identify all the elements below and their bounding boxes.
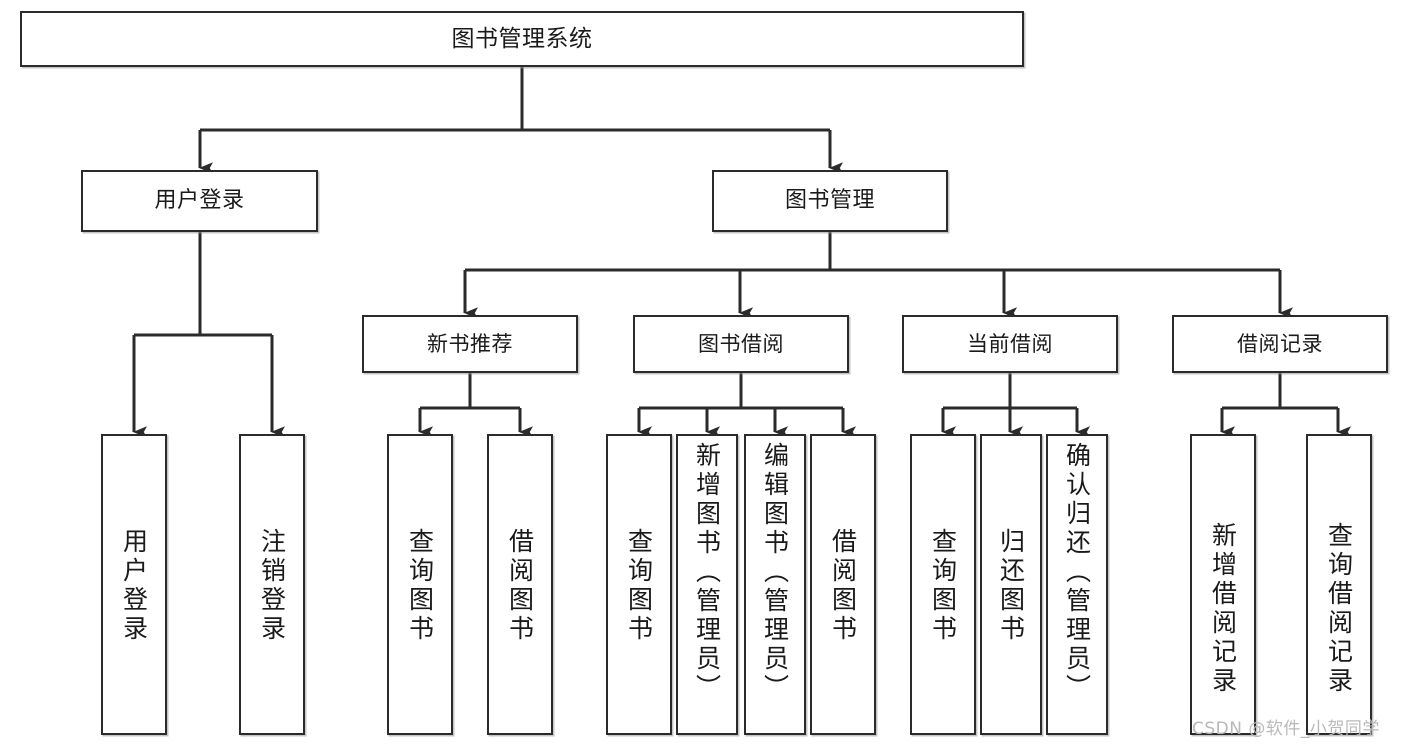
node-root-system-label: 图书管理系统	[451, 25, 593, 52]
node-root-system[interactable]: 图书管理系统	[20, 11, 1024, 67]
node-leaf-return-book-label: 归还图书	[996, 528, 1026, 644]
node-new-book-recommend-label: 新书推荐	[427, 331, 513, 356]
node-borrow-record-label: 借阅记录	[1237, 331, 1323, 356]
node-leaf-query-borrow-record-label: 查询借阅记录	[1324, 522, 1354, 696]
csdn-watermark: CSDN @软件_小贺同学	[1192, 719, 1380, 739]
node-user-login-label: 用户登录	[154, 188, 245, 214]
node-leaf-query-borrow-record[interactable]: 查询借阅记录	[1306, 434, 1372, 735]
node-leaf-query-book-recommend-label: 查询图书	[405, 528, 435, 644]
node-leaf-query-book-current[interactable]: 查询图书	[910, 434, 976, 735]
node-leaf-query-book-borrow[interactable]: 查询图书	[606, 434, 672, 735]
node-leaf-confirm-return-admin-label: 确认归还（管理员）	[1062, 442, 1092, 703]
node-leaf-user-login[interactable]: 用户登录	[101, 434, 167, 735]
node-book-borrow-label: 图书借阅	[698, 331, 784, 356]
node-leaf-edit-book-admin[interactable]: 编辑图书（管理员）	[744, 434, 806, 735]
node-leaf-logout-label: 注销登录	[257, 528, 287, 644]
node-book-management[interactable]: 图书管理	[712, 170, 948, 232]
node-leaf-add-book-admin-label: 新增图书（管理员）	[692, 442, 722, 703]
node-leaf-add-borrow-record[interactable]: 新增借阅记录	[1190, 434, 1256, 735]
node-leaf-logout[interactable]: 注销登录	[239, 434, 305, 735]
node-user-login[interactable]: 用户登录	[81, 170, 318, 232]
node-leaf-query-book-current-label: 查询图书	[928, 528, 958, 644]
node-leaf-borrow-book-recommend[interactable]: 借阅图书	[487, 434, 553, 735]
node-current-borrow-label: 当前借阅	[967, 331, 1053, 356]
node-leaf-return-book[interactable]: 归还图书	[980, 434, 1042, 735]
node-book-management-label: 图书管理	[784, 188, 875, 214]
node-leaf-edit-book-admin-label: 编辑图书（管理员）	[760, 442, 790, 703]
node-leaf-query-book-recommend[interactable]: 查询图书	[387, 434, 453, 735]
node-book-borrow[interactable]: 图书借阅	[633, 315, 849, 373]
node-leaf-borrow-book-recommend-label: 借阅图书	[505, 528, 535, 644]
node-leaf-user-login-label: 用户登录	[119, 528, 149, 644]
node-leaf-borrow-book[interactable]: 借阅图书	[810, 434, 876, 735]
node-leaf-add-book-admin[interactable]: 新增图书（管理员）	[676, 434, 738, 735]
node-leaf-confirm-return-admin[interactable]: 确认归还（管理员）	[1046, 434, 1108, 735]
node-new-book-recommend[interactable]: 新书推荐	[362, 315, 578, 373]
node-leaf-add-borrow-record-label: 新增借阅记录	[1208, 522, 1238, 696]
node-leaf-query-book-borrow-label: 查询图书	[624, 528, 654, 644]
node-borrow-record[interactable]: 借阅记录	[1172, 315, 1388, 373]
node-current-borrow[interactable]: 当前借阅	[902, 315, 1118, 373]
node-leaf-borrow-book-label: 借阅图书	[828, 528, 858, 644]
